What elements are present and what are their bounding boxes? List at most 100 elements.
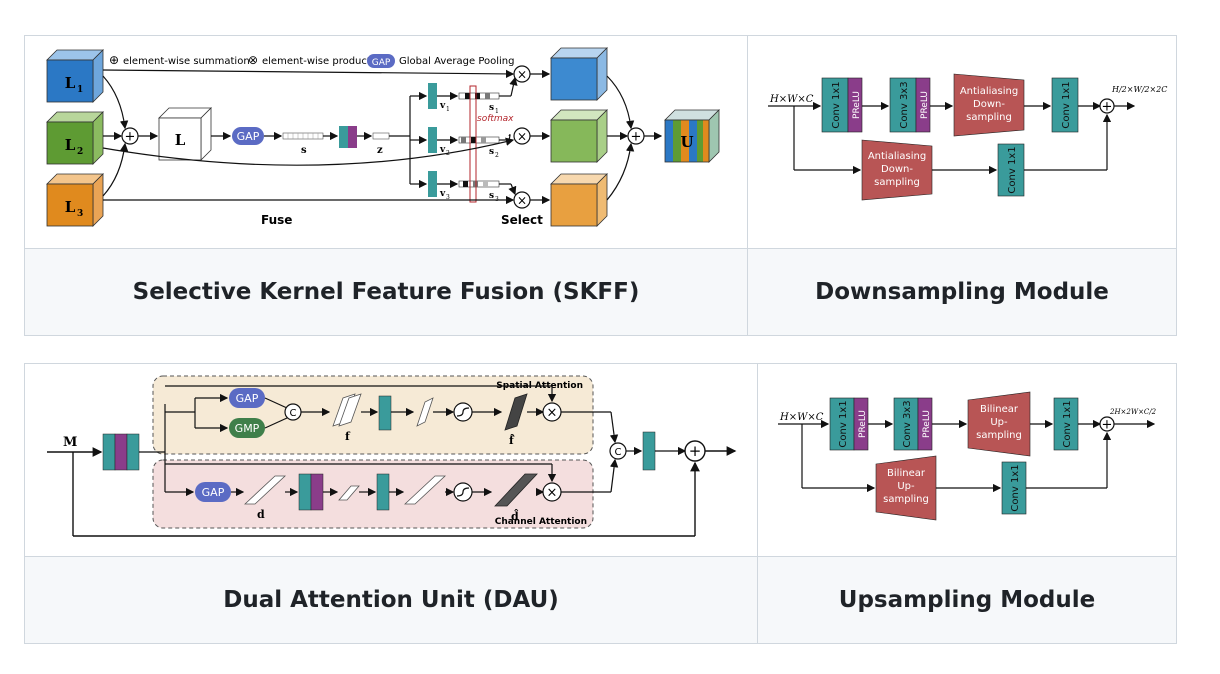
svg-text:+: + (1102, 100, 1113, 115)
svg-text:+: + (1102, 418, 1113, 433)
svg-text:Conv 1x1: Conv 1x1 (1061, 81, 1072, 128)
dau-caption: Dual Attention Unit (DAU) (24, 556, 758, 644)
gap-legend-badge-text: GAP (372, 58, 391, 68)
down-trap-bottom-line1: Antialiasing (868, 151, 926, 162)
z-vector (372, 132, 390, 140)
v3-sub: 3 (446, 194, 450, 201)
prod-legend-text: element-wise product (262, 56, 371, 67)
dau-concat-spatial-label: C (290, 408, 297, 419)
up-trap-bottom-line2: Up- (897, 481, 915, 492)
svg-text:Conv 1x1: Conv 1x1 (1007, 146, 1018, 193)
svg-text:Conv 3x3: Conv 3x3 (899, 81, 910, 128)
dau-figure-cell: Spatial Attention Channel Attention M GA… (24, 363, 758, 557)
gap-block-label: GAP (237, 130, 260, 143)
selected-cube-3 (550, 173, 608, 227)
svg-text:×: × (547, 406, 558, 421)
f-hat-feature (504, 393, 528, 431)
v2-label: v (439, 145, 446, 155)
s2-sub: 2 (495, 152, 499, 159)
channel-mid-feature (338, 485, 360, 501)
svg-text:PReLU: PReLU (858, 410, 868, 438)
d-hat-feature (494, 473, 538, 507)
dau-gap-spatial (229, 388, 265, 408)
spatial-map (416, 397, 434, 427)
skff-caption: Selective Kernel Feature Fusion (SKFF) (24, 248, 748, 336)
up-trap-bottom-line1: Bilinear (887, 468, 926, 479)
down-trap-top-line2: Down- (973, 99, 1005, 110)
down-conv1x1-b (1051, 77, 1079, 133)
downsampling-caption: Downsampling Module (747, 248, 1177, 336)
dau-input-label: M (63, 435, 77, 450)
down-conv1x1-a (821, 77, 849, 133)
fused-label: L (175, 131, 186, 149)
skff-figure-cell: ⊕ element-wise summation ⊗ element-wise … (24, 35, 748, 249)
svg-text:×: × (517, 68, 527, 82)
s3-label: s (489, 191, 494, 201)
svg-text:Conv 1x1: Conv 1x1 (1062, 400, 1073, 447)
channel-weights (403, 475, 447, 505)
input-l2-sub: 2 (77, 147, 83, 157)
svg-text:Conv 1x1: Conv 1x1 (1010, 464, 1021, 511)
svg-text:×: × (547, 486, 558, 501)
v3-label: v (439, 189, 446, 199)
branch-2: v 2 s 2 (410, 127, 511, 159)
sum-legend-text: element-wise summation (123, 56, 250, 67)
s2-label: s (489, 147, 494, 157)
up-input-label: H×W×C (779, 412, 824, 423)
z-label: z (377, 145, 383, 156)
s1-label: s (489, 103, 494, 113)
down-trap-top-line3: sampling (966, 112, 1012, 123)
dau-concat-merge-label: C (615, 447, 622, 458)
svg-text:PReLU: PReLU (852, 91, 862, 119)
input-cube-l3: L 3 (46, 173, 104, 227)
sum-legend-symbol: ⊕ (109, 53, 119, 67)
svg-text:+: + (125, 130, 136, 145)
skff-diagram: ⊕ element-wise summation ⊗ element-wise … (46, 47, 720, 227)
input-l3-sub: 3 (77, 209, 83, 219)
output-cube-u: U (664, 109, 720, 163)
dau-diagram: Spatial Attention Channel Attention M GA… (47, 375, 737, 537)
gap-legend-text: Global Average Pooling (399, 56, 514, 67)
svg-text:+: + (689, 442, 702, 460)
f-label: f (345, 430, 351, 443)
dau-conv-channel-a (298, 473, 312, 511)
down-trap-top-line1: Antialiasing (960, 86, 1018, 97)
v1-sub: 1 (446, 106, 450, 113)
up-conv1x1-a (829, 397, 855, 451)
up-trap-top-line2: Up- (990, 417, 1008, 428)
figure-table-row2: Spatial Attention Channel Attention M GA… (24, 363, 1177, 644)
softmax-label: softmax (477, 114, 514, 124)
upsampling-figure-cell: H×W×C Conv 1x1 PReLU Conv 3x3 PReLU Bili… (757, 363, 1177, 557)
dau-conv-b (126, 433, 140, 471)
input-l3-label: L (65, 198, 76, 216)
input-l1-sub: 1 (77, 85, 83, 95)
channel-attention-title: Channel Attention (495, 517, 587, 527)
down-output-label: H/2×W/2×2C (1111, 85, 1167, 94)
svg-text:Conv 3x3: Conv 3x3 (902, 400, 913, 447)
d-hat-label: d̂ (511, 509, 519, 523)
dau-conv-channel-b (376, 473, 390, 511)
upsampling-caption: Upsampling Module (757, 556, 1177, 644)
gap-block (232, 127, 264, 145)
f-hat-label: f̂ (509, 434, 515, 447)
dau-prelu-channel (310, 473, 324, 511)
down-antialias-bottom (861, 139, 933, 201)
svg-text:Conv 1x1: Conv 1x1 (831, 81, 842, 128)
v1-label: v (439, 101, 446, 111)
dau-conv-a (102, 433, 116, 471)
up-output-label: 2H×2W×C/2 (1109, 408, 1157, 416)
prelu-block-skff (348, 126, 357, 148)
dau-gap-channel-label: GAP (202, 486, 225, 499)
down-input-label: H×W×C (769, 94, 814, 105)
dau-gmp (229, 418, 265, 438)
softmax-box (469, 85, 477, 203)
up-trap-top-line1: Bilinear (980, 404, 1019, 415)
fused-cube: L (158, 107, 212, 161)
branch-3: v 3 s 3 (410, 171, 517, 203)
input-cube-l2: L 2 (46, 111, 104, 165)
down-conv3x3 (889, 77, 917, 133)
down-antialias-top (953, 73, 1025, 137)
dau-prelu (114, 433, 128, 471)
up-bilinear-bottom (875, 455, 937, 521)
down-trap-bottom-line2: Down- (881, 164, 913, 175)
